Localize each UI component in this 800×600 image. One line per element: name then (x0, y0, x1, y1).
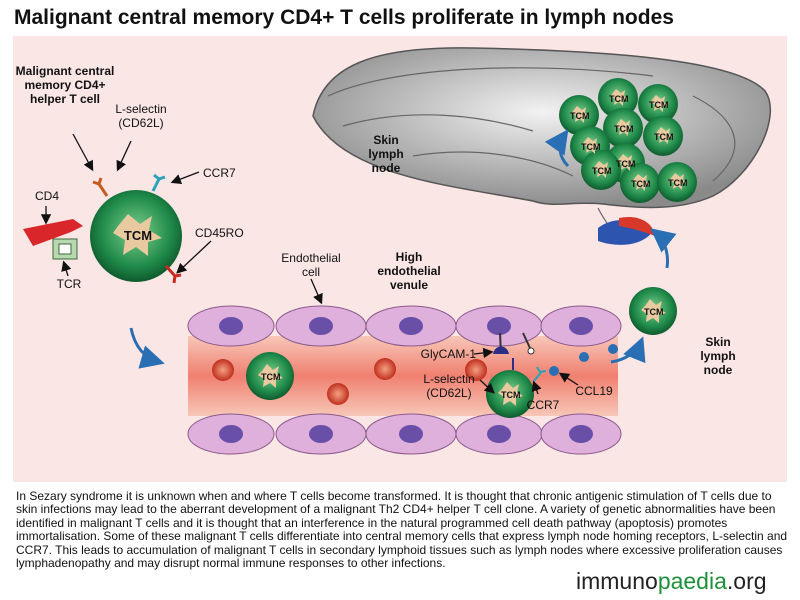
ccl19-chemokines (549, 344, 618, 376)
tcm-label-cluster-3: TCM (649, 100, 669, 110)
ccr7-bottom-label: CCR7 (526, 398, 560, 412)
tcr-label: TCR (56, 277, 82, 291)
endothelial-row-bottom (187, 413, 622, 455)
cd4-label: CD4 (34, 189, 59, 203)
endothelial-cell-label: Endothelial cell (281, 251, 341, 279)
diagram-canvas (23, 47, 771, 455)
ccr7-top-label: CCR7 (203, 166, 236, 180)
logo-accent: paedia (657, 568, 727, 594)
tcm-label-cluster-6: TCM (616, 159, 636, 169)
lymph-node-cell-cluster (559, 78, 697, 203)
malignant-t-cell-graphic (23, 173, 182, 284)
glycam-label: GlyCAM-1 (420, 347, 476, 361)
label-pointers (40, 133, 579, 395)
ccl19-label: CCL19 (575, 384, 613, 398)
glycam-molecule (493, 332, 535, 355)
malignant-cell-label: Malignant central memory CD4+ helper T c… (15, 64, 115, 106)
endothelial-row-top (187, 305, 622, 347)
red-blood-cells (212, 358, 487, 405)
l-selectin-bottom-label: L-selectin (CD62L) (423, 372, 475, 400)
caption-text: In Sezary syndrome it is unknown when an… (16, 489, 788, 571)
tcm-label-cluster-7: TCM (581, 142, 601, 152)
skin-lymph-node-top-label: Skin lymph node (368, 133, 404, 175)
tcm-label-cluster-10: TCM (668, 178, 688, 188)
tcm-label-cluster-5: TCM (654, 132, 674, 142)
tcm-cell-vessel-left (246, 352, 294, 400)
tcm-label-exiting: TCM (644, 307, 664, 317)
tcm-label-cluster-9: TCM (631, 179, 651, 189)
logo-prefix: immuno (576, 568, 658, 594)
l-selectin-top-label: L-selectin (CD62L) (115, 102, 167, 130)
tcm-label-cluster-1: TCM (570, 111, 590, 121)
migration-arrows (129, 129, 677, 369)
diagram-panel: Malignant central memory CD4+ helper T c… (13, 36, 787, 482)
tcm-label-cluster-8: TCM (592, 166, 612, 176)
tcm-cell-exiting (629, 287, 677, 335)
logo-suffix: .org (726, 568, 767, 594)
skin-lymph-node-right-label: Skin lymph node (700, 335, 736, 377)
tcm-label-vessel-right: TCM (501, 390, 521, 400)
tcm-label-cluster-4: TCM (614, 124, 634, 134)
tcm-label-main: TCM (123, 228, 153, 243)
cd45ro-label: CD45RO (195, 226, 244, 240)
venule-label: High endothelial venule (377, 250, 441, 292)
tcm-label-cluster-2: TCM (609, 94, 629, 104)
tcm-cell-vessel-right (486, 358, 547, 418)
tcm-label-vessel-left: TCM (261, 372, 281, 382)
page-title: Malignant central memory CD4+ T cells pr… (14, 6, 674, 29)
immunopaedia-logo: immunopaedia.org (572, 568, 771, 594)
